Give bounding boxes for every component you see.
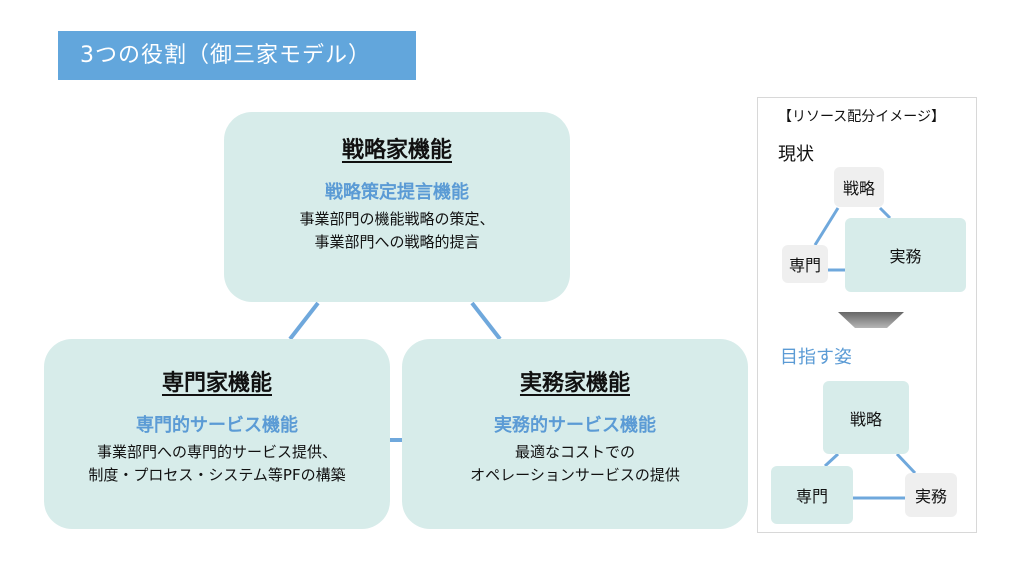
strategy-function-desc-2: 事業部門への戦略的提言 — [314, 233, 480, 251]
strategy-function-box: 戦略家機能 戦略策定提言機能 事業部門の機能戦略の策定、 事業部門への戦略的提言 — [224, 112, 570, 302]
resource-allocation-panel — [757, 97, 977, 533]
practical-function-name: 実務家機能 — [519, 371, 630, 396]
goal-connector-strategy-practical — [895, 452, 917, 475]
connector-strategy-expert — [288, 301, 320, 341]
expert-function-name: 専門家機能 — [161, 371, 272, 396]
practical-function-desc-2: オペレーションサービスの提供 — [470, 466, 680, 484]
current-state-label: 現状 — [778, 144, 814, 165]
current-strategy-node: 戦略 — [834, 167, 884, 207]
goal-connector-strategy-expert — [823, 452, 840, 468]
resource-allocation-title: 【リソース配分イメージ】 — [778, 109, 946, 125]
goal-strategy-node: 戦略 — [823, 381, 909, 454]
current-practical-node: 実務 — [845, 218, 966, 292]
down-arrow-icon — [838, 312, 904, 328]
goal-practical-node: 実務 — [905, 473, 957, 517]
goal-state-label: 目指す姿 — [780, 347, 852, 368]
goal-expert-node: 専門 — [771, 466, 853, 524]
expert-function-sub: 専門的サービス機能 — [136, 415, 298, 436]
strategy-function-sub: 戦略策定提言機能 — [325, 182, 469, 203]
connector-strategy-practical — [470, 301, 502, 341]
practical-function-desc-1: 最適なコストでの — [514, 443, 635, 461]
expert-function-box: 専門家機能 専門的サービス機能 事業部門への専門的サービス提供、 制度・プロセス… — [44, 339, 390, 529]
practical-function-box: 実務家機能 実務的サービス機能 最適なコストでの オペレーションサービスの提供 — [402, 339, 748, 529]
strategy-function-desc-1: 事業部門の機能戦略の策定、 — [299, 210, 495, 228]
current-expert-node: 専門 — [782, 245, 828, 283]
current-connector-strategy-practical — [878, 206, 892, 220]
practical-function-sub: 実務的サービス機能 — [494, 415, 656, 436]
current-connector-strategy-expert — [813, 207, 840, 246]
expert-function-desc-1: 事業部門への専門的サービス提供、 — [96, 443, 337, 461]
strategy-function-name: 戦略家機能 — [341, 138, 452, 163]
expert-function-desc-2: 制度・プロセス・システム等PFの構築 — [88, 466, 346, 484]
slide-title: 3つの役割（御三家モデル） — [58, 31, 416, 80]
